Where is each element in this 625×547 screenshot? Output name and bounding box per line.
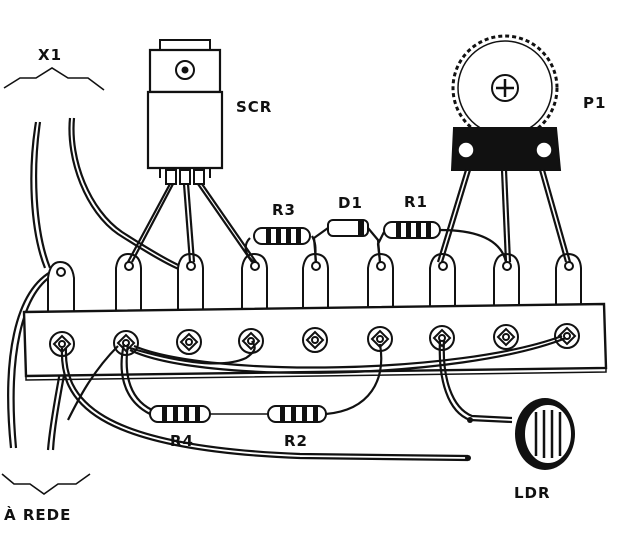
ldr-photoresistor-icon [465,398,575,470]
scr-label: SCR [236,98,272,116]
terminal-lugs [47,252,582,312]
ldr-label: LDR [514,484,551,502]
r3-label: R3 [272,201,296,219]
rede-bracket [1,473,91,495]
scr-icon [127,39,257,263]
d1-diode-icon [312,219,382,263]
p1-label: P1 [583,94,606,112]
x1-group: X1 [3,46,105,91]
rede-group: À REDE [1,473,91,524]
r4-resistor-icon [149,405,211,423]
bottom-wiring [60,334,567,462]
x1-bracket [3,67,105,91]
r2-resistor-icon [267,405,327,423]
r1-resistor-icon [376,221,508,263]
rede-label: À REDE [4,505,71,524]
r1-label: R1 [404,193,428,211]
potentiometer-icon [436,34,572,263]
r4-label: R4 [170,432,194,450]
x1-label: X1 [38,46,62,64]
d1-label: D1 [338,194,363,212]
r2-label: R2 [284,432,308,450]
